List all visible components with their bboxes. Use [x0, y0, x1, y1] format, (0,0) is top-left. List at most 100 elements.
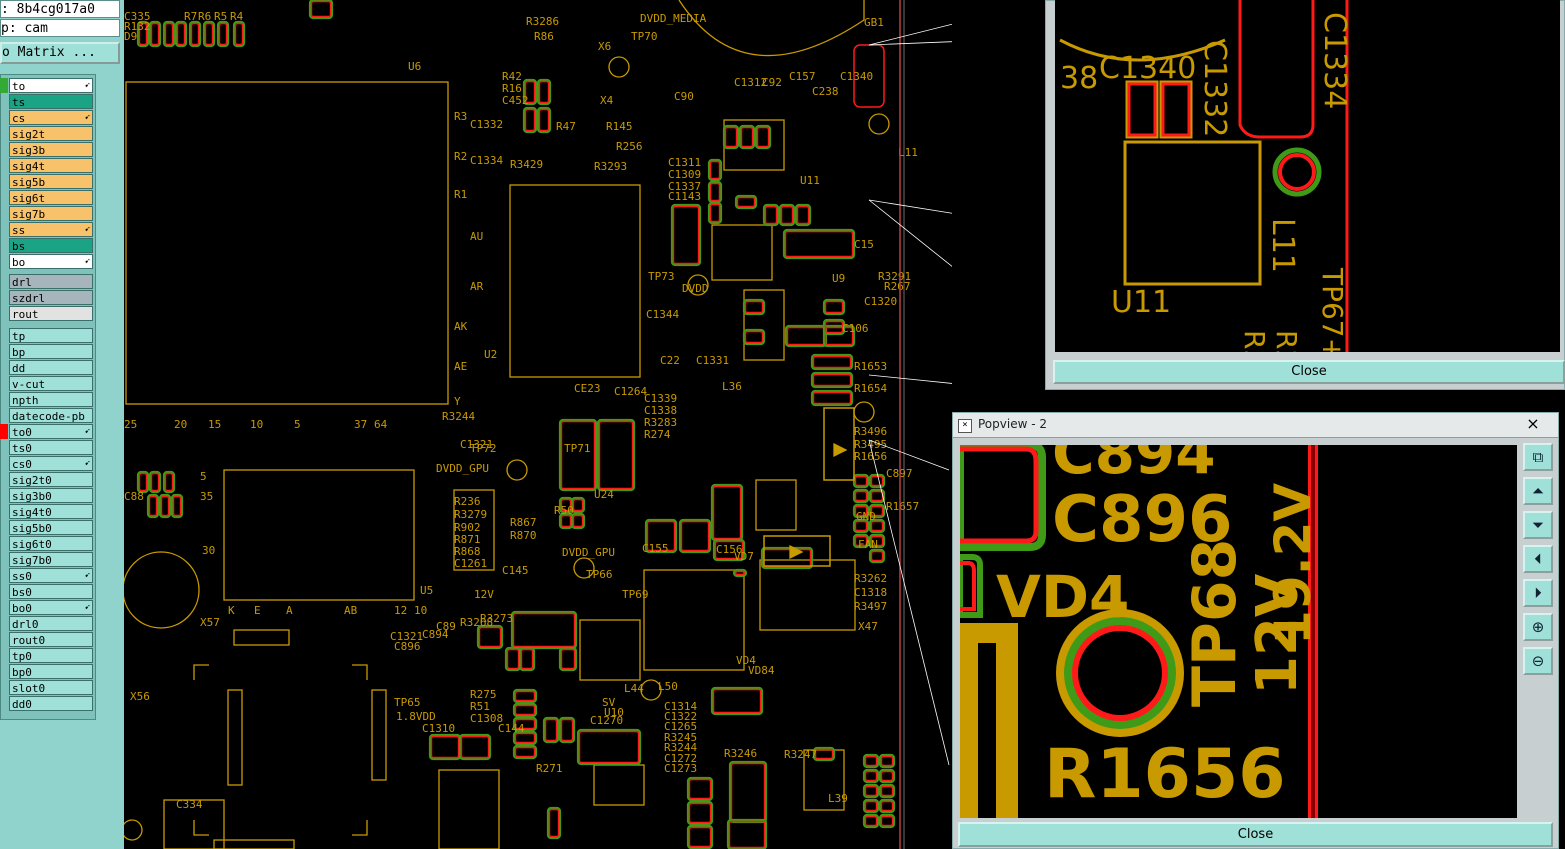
pcb-silkscreen-label: 12	[394, 604, 407, 617]
pcb-silkscreen-label: C1261	[454, 557, 487, 570]
pcb-silkscreen-label: C1264	[614, 385, 647, 398]
popview-2-titlebar[interactable]: × Popview - 2 ×	[953, 413, 1558, 438]
move-left-button[interactable]: ⏴	[1523, 545, 1553, 573]
layer-arrow-icon[interactable]: ➹	[84, 571, 90, 581]
pcb-pad	[854, 505, 868, 517]
layer-sig5b[interactable]: sig5b	[9, 174, 93, 189]
layer-ts0[interactable]: ts0	[9, 440, 93, 455]
zoom-window-button[interactable]: ⧉	[1523, 443, 1553, 471]
layer-slot0[interactable]: slot0	[9, 680, 93, 695]
matrix-button[interactable]: o Matrix ...	[0, 42, 120, 64]
layer-sig5b0[interactable]: sig5b0	[9, 520, 93, 535]
pcb-silkscreen-label: L50	[658, 680, 678, 693]
pcb-pad	[536, 106, 552, 134]
layer-rout0[interactable]: rout0	[9, 632, 93, 647]
pcb-pad	[560, 514, 572, 528]
layer-szdrl[interactable]: szdrl	[9, 290, 93, 305]
pcb-pad	[218, 22, 228, 46]
layer-to0[interactable]: to0➹	[9, 424, 93, 439]
layer-arrow-icon[interactable]: ➹	[84, 427, 90, 437]
pcb-canvas[interactable]: U6U2U5U11U9U24GB1X57X56X6X4TP70DVDD_MEDI…	[124, 0, 952, 849]
layer-bp0[interactable]: bp0	[9, 664, 93, 679]
move-up-button[interactable]: ⏶	[1523, 477, 1553, 505]
layer-arrow-icon[interactable]: ➹	[84, 113, 90, 123]
pcb-pad	[732, 568, 748, 578]
layer-dd0[interactable]: dd0	[9, 696, 93, 711]
mount-hole-outline	[124, 551, 200, 629]
layer-sig4t0[interactable]: sig4t0	[9, 504, 93, 519]
pcb-silkscreen-label: TP73	[648, 270, 675, 283]
layer-bs[interactable]: bs	[9, 238, 93, 253]
layer-arrow-icon[interactable]: ➹	[84, 257, 90, 267]
layer-cs[interactable]: cs➹	[9, 110, 93, 125]
pcb-silkscreen-label: R3291	[878, 270, 911, 283]
pcb-silkscreen-label: U24	[594, 488, 614, 501]
layer-tp0[interactable]: tp0	[9, 648, 93, 663]
pcb-pad	[520, 648, 534, 670]
test-point	[573, 557, 595, 579]
popview-2-close-x-button[interactable]: ×	[1526, 414, 1540, 433]
popview-1-close-button[interactable]: Close	[1053, 360, 1565, 384]
layer-bo0[interactable]: bo0➹	[9, 600, 93, 615]
layer-label: bp0	[12, 666, 32, 679]
layer-dd[interactable]: dd	[9, 360, 93, 375]
pcb-silkscreen-label: C1337	[668, 180, 701, 193]
layer-to[interactable]: to➹	[9, 78, 93, 93]
pcb-pad	[560, 648, 576, 670]
layer-bp[interactable]: bp	[9, 344, 93, 359]
layer-arrow-icon[interactable]: ➹	[84, 603, 90, 613]
layer-cs0[interactable]: cs0➹	[9, 456, 93, 471]
layer-sig2t[interactable]: sig2t	[9, 126, 93, 141]
move-down-button[interactable]: ⏷	[1523, 511, 1553, 539]
layer-ss[interactable]: ss➹	[9, 222, 93, 237]
layer-label: rout0	[12, 634, 46, 647]
layer-v-cut[interactable]: v-cut	[9, 376, 93, 391]
pcb-silkscreen-label: R1653	[854, 360, 887, 373]
pcb-silkscreen-label: C157	[789, 70, 816, 83]
layer-arrow-icon[interactable]: ➹	[84, 81, 90, 91]
layer-arrow-icon[interactable]: ➹	[84, 225, 90, 235]
pcb-pad	[138, 472, 148, 492]
zoom-out-button[interactable]: ⊖	[1523, 647, 1553, 675]
pcb-silkscreen-label: C1322	[664, 710, 697, 723]
pcb-silkscreen-label: C156	[716, 543, 743, 556]
layer-rout[interactable]: rout	[9, 306, 93, 321]
layer-tp[interactable]: tp	[9, 328, 93, 343]
layer-npth[interactable]: npth	[9, 392, 93, 407]
layer-arrow-icon[interactable]: ➹	[84, 459, 90, 469]
popview-1-canvas[interactable]: 38C1340C1332C1334U11L11TP67+1.1VDR23R32	[1055, 0, 1560, 352]
layer-sig4t[interactable]: sig4t	[9, 158, 93, 173]
job-name-field: : 8b4cg017a0	[0, 0, 120, 18]
layer-sig7b[interactable]: sig7b	[9, 206, 93, 221]
pcb-silkscreen-label: L44	[624, 682, 644, 695]
pcb-silkscreen-label: R51	[470, 700, 490, 713]
layer-sig6t0[interactable]: sig6t0	[9, 536, 93, 551]
layer-sig6t[interactable]: sig6t	[9, 190, 93, 205]
layer-sig7b0[interactable]: sig7b0	[9, 552, 93, 567]
layer-sig3b0[interactable]: sig3b0	[9, 488, 93, 503]
pcb-pad	[854, 475, 868, 487]
pcb-pad	[688, 826, 712, 848]
layer-ss0[interactable]: ss0➹	[9, 568, 93, 583]
layer-datecode-pb[interactable]: datecode-pb	[9, 408, 93, 423]
layer-drl[interactable]: drl	[9, 274, 93, 289]
zoom-in-button[interactable]: ⊕	[1523, 613, 1553, 641]
layer-drl0[interactable]: drl0	[9, 616, 93, 631]
layer-ts[interactable]: ts	[9, 94, 93, 109]
layer-bs0[interactable]: bs0	[9, 584, 93, 599]
pcb-pad	[812, 746, 836, 762]
pcb-pad	[722, 124, 740, 150]
layer-sig2t0[interactable]: sig2t0	[9, 472, 93, 487]
pcb-pad	[794, 203, 812, 227]
pcb-silkscreen-label: C1272	[664, 752, 697, 765]
component-outline	[643, 569, 745, 671]
move-right-button[interactable]: ⏵	[1523, 579, 1553, 607]
layer-bo[interactable]: bo➹	[9, 254, 93, 269]
popview-2-close-button[interactable]: Close	[958, 822, 1553, 847]
pcb-silkscreen-label: VD4	[736, 654, 756, 667]
layer-sig3b[interactable]: sig3b	[9, 142, 93, 157]
pcb-pad	[862, 753, 880, 769]
pcb-pad	[538, 80, 550, 104]
pcb-pad	[188, 20, 202, 48]
